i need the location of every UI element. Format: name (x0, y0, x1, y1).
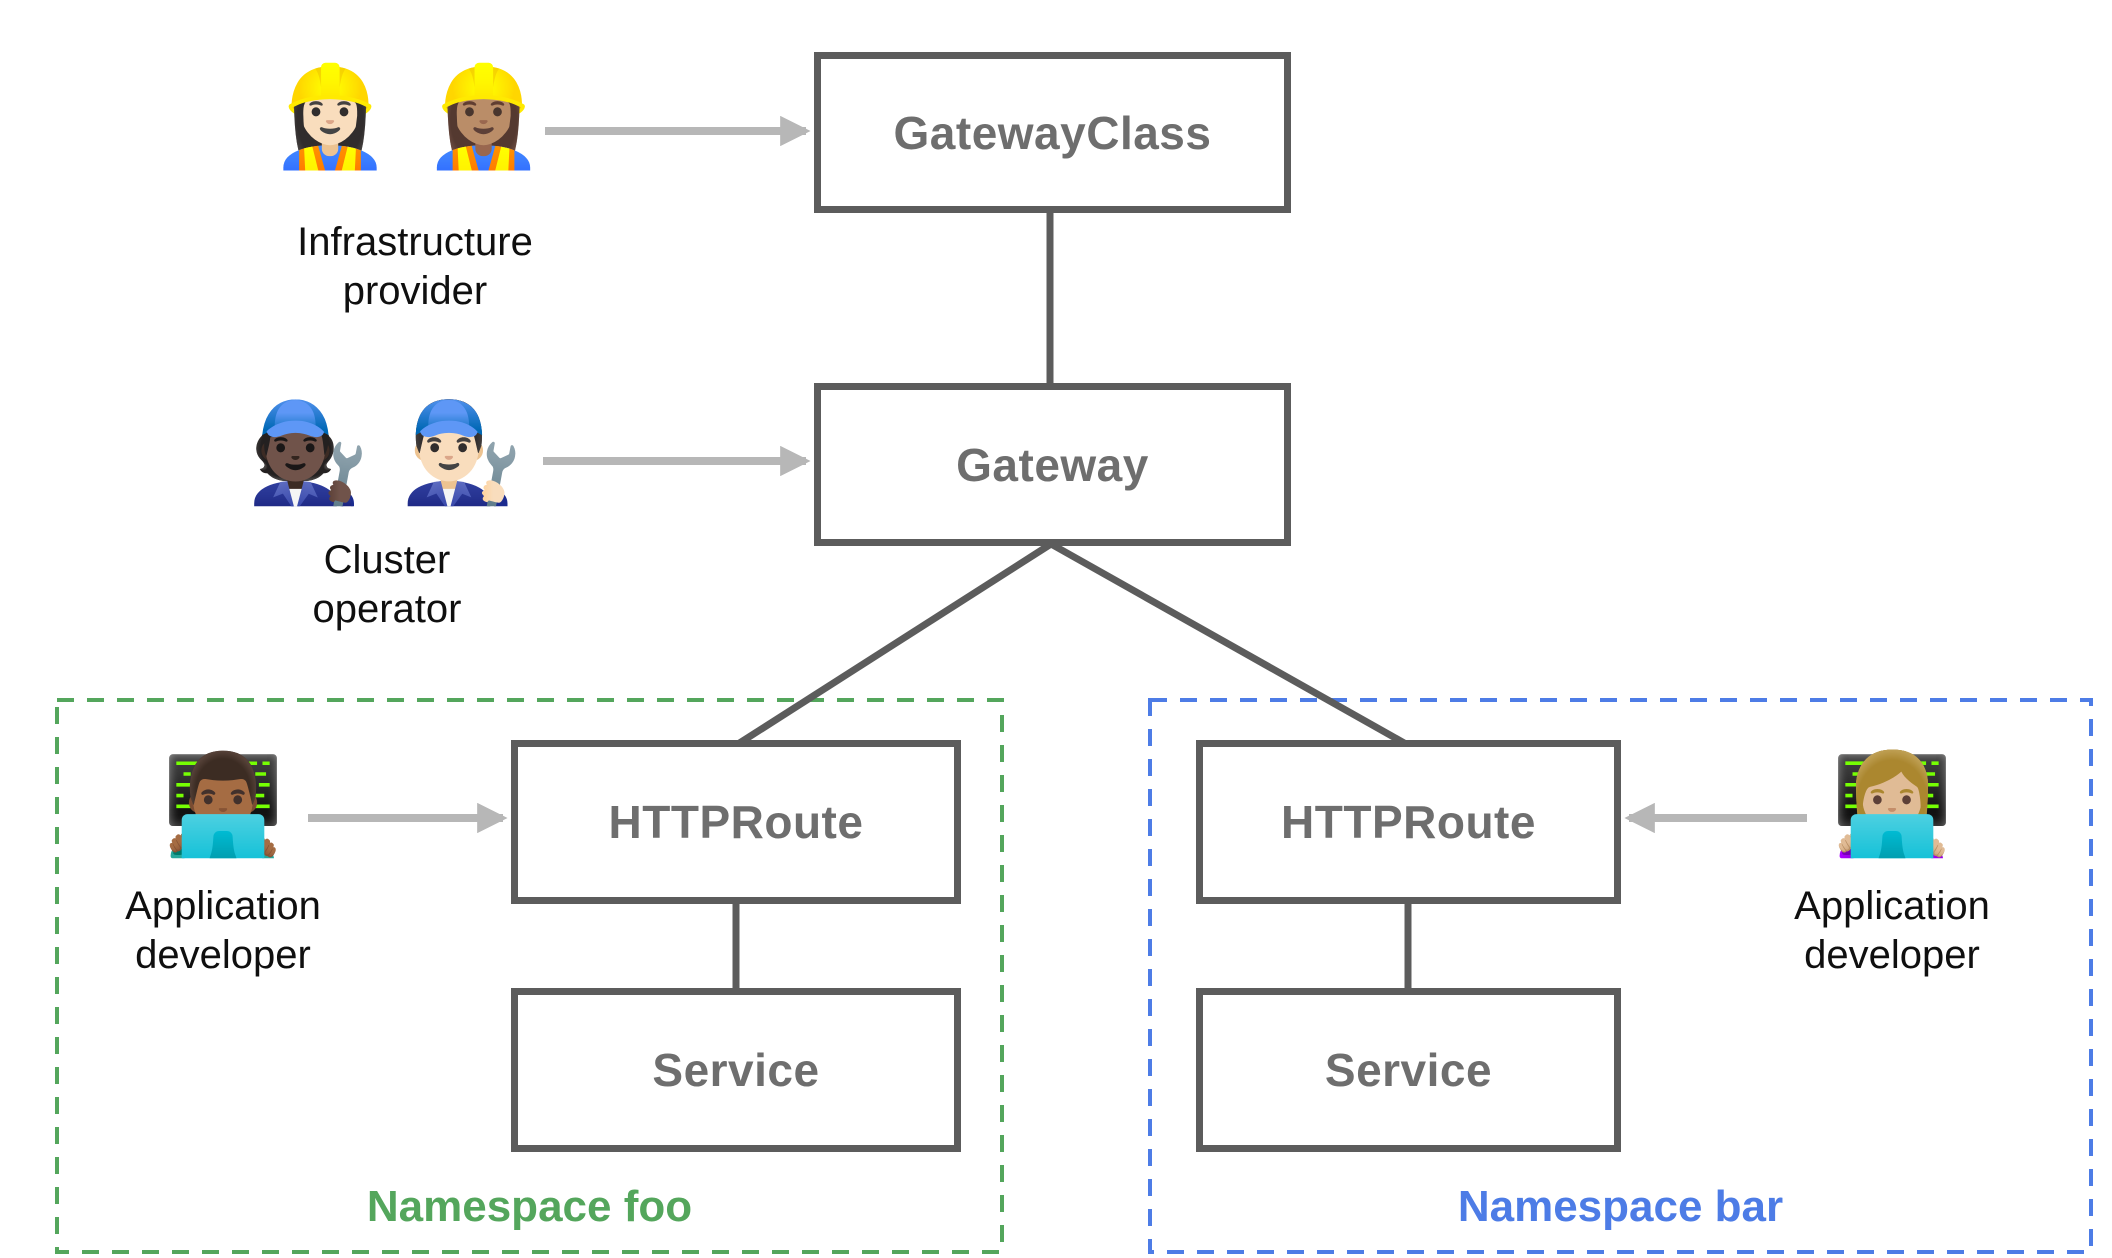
app-developer-foo-label: Application developer (125, 884, 321, 977)
service-foo-node-label: Service (652, 1044, 820, 1096)
gatewayclass-node: GatewayClass (814, 52, 1291, 213)
httproute-bar-node: HTTPRoute (1196, 740, 1621, 904)
namespace-foo-label: Namespace foo (366, 1182, 693, 1231)
cluster-operator-label: Cluster operator (312, 538, 462, 631)
gateway-node-label: Gateway (956, 438, 1149, 491)
connector-gateway-httproute-bar (1049, 540, 1408, 748)
connector-gateway-httproute-foo (736, 541, 1053, 747)
namespace-bar-label: Namespace bar (1457, 1182, 1784, 1231)
httproute-foo-node-label: HTTPRoute (608, 796, 864, 848)
gatewayclass-node-label: GatewayClass (893, 106, 1212, 159)
app-developer-bar-label: Application developer (1794, 884, 1990, 977)
app-developer-foo-emoji-icon: 👨🏾‍💻 (161, 748, 285, 862)
infrastructure-provider-emoji-icon: 👷🏻‍♀️ 👷🏽‍♀️ (269, 60, 545, 174)
httproute-foo-node: HTTPRoute (511, 740, 961, 904)
service-foo-node: Service (511, 988, 961, 1152)
infrastructure-provider-label: Infrastructure provider (297, 220, 533, 313)
cluster-operator-emoji-icon: 🧑🏿‍🔧 👨🏻‍🔧 (247, 396, 523, 510)
app-developer-bar-emoji-icon: 👩🏼‍💻 (1830, 748, 1954, 862)
namespace-bar-border (1148, 698, 2093, 1254)
service-bar-node-label: Service (1324, 1044, 1493, 1096)
gateway-node: Gateway (814, 383, 1291, 546)
service-bar-node: Service (1196, 988, 1621, 1152)
httproute-bar-node-label: HTTPRoute (1281, 796, 1536, 848)
